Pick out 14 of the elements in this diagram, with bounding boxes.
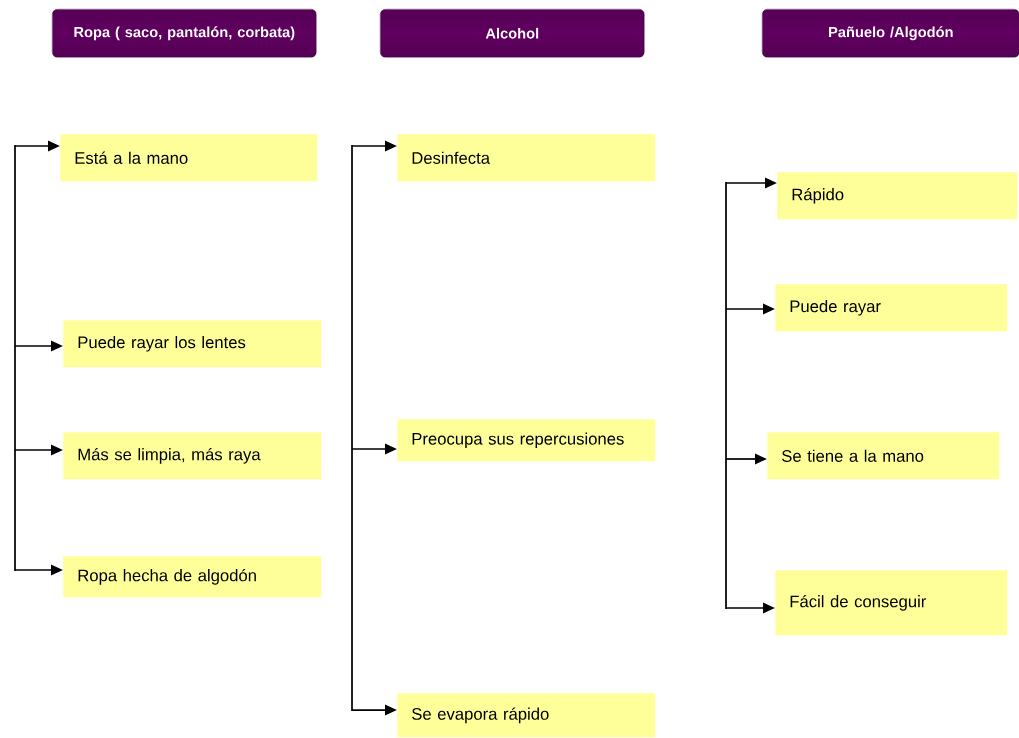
note-box: Se tiene a la mano (767, 432, 1000, 480)
note-box: Está a la mano (60, 134, 318, 182)
note-box: Preocupa sus repercusiones (397, 419, 656, 462)
note-box: Puede rayar (775, 284, 1008, 332)
header-box: Pañuelo /Algodón (762, 9, 1019, 58)
note-box: Rápido (777, 172, 1018, 220)
note-box: Desinfecta (397, 134, 656, 182)
note-box: Más se limpia, más raya (63, 432, 322, 480)
header-box: Alcohol (380, 9, 645, 58)
note-box: Se evapora rápido (397, 693, 656, 738)
header-box: Ropa ( saco, pantalón, corbata) (52, 9, 317, 58)
note-box: Puede rayar los lentes (63, 320, 322, 368)
note-box: Fácil de conseguir (775, 570, 1008, 636)
note-box: Ropa hecha de algodón (63, 556, 322, 598)
